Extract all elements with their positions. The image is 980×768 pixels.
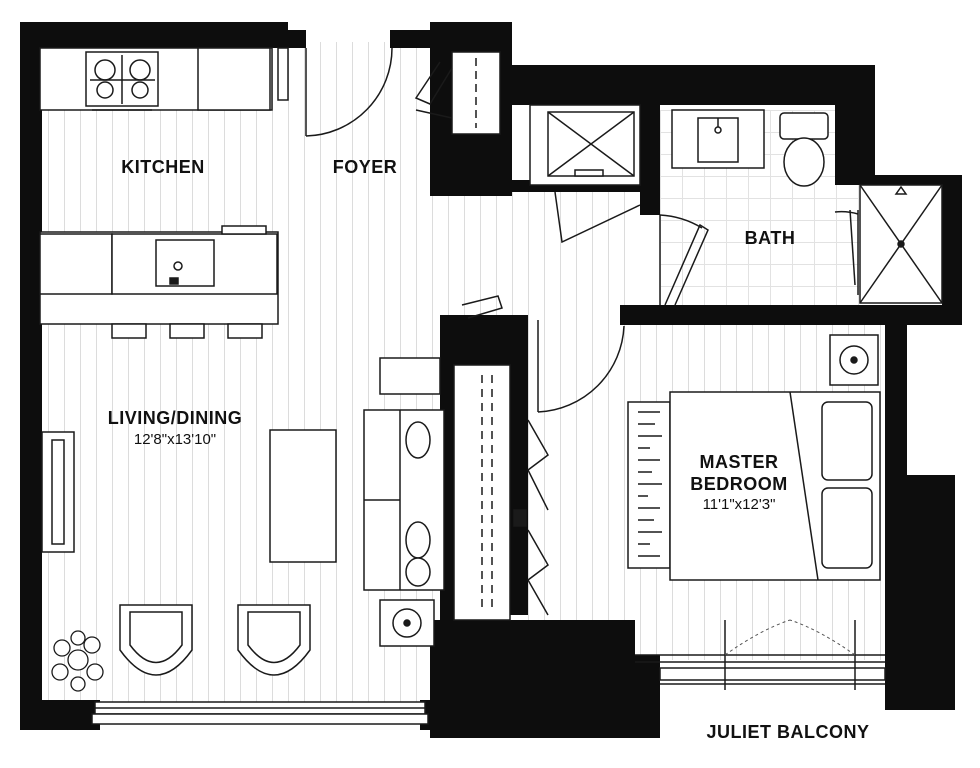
dresser [627, 401, 671, 569]
kitchen-label: KITCHEN [121, 157, 205, 177]
walls [20, 22, 962, 738]
entry-panel [277, 47, 289, 101]
bath-label: BATH [745, 228, 796, 248]
nightstand-lamp [829, 334, 879, 386]
master-bedroom-label-line2: BEDROOM [690, 474, 788, 494]
master-bedroom-label-line1: MASTER [700, 452, 779, 472]
master-bedroom-dimensions: 11'1"x12'3" [703, 496, 776, 513]
shower-door [834, 209, 859, 295]
kitchen-sink-icon [155, 239, 215, 287]
laundry-closet [529, 104, 641, 244]
kitchen-counter-top [39, 47, 273, 111]
living-dining-label: LIVING/DINING [108, 408, 243, 428]
hall-closet-door [461, 295, 503, 319]
side-table-lamp [379, 599, 435, 647]
stove-icon [85, 51, 159, 111]
sofa [363, 357, 445, 591]
plant-icon [51, 630, 104, 692]
bed [669, 391, 881, 581]
foyer-closet [414, 51, 501, 135]
bath-door [659, 214, 709, 306]
window-living [91, 701, 429, 725]
juliet-balcony-label: JULIET BALCONY [706, 722, 869, 742]
armchairs [119, 604, 311, 676]
living-dining-dimensions: 12'8"x13'10" [134, 431, 216, 448]
shower-icon [859, 184, 943, 304]
vanity-sink-icon [671, 109, 765, 169]
dining-table [269, 429, 337, 563]
bar-stools [111, 323, 263, 339]
kitchen-island [39, 225, 279, 325]
bedroom-door [537, 320, 625, 413]
toilet-icon [779, 112, 829, 187]
entry-door [305, 47, 393, 137]
foyer-label: FOYER [333, 157, 398, 177]
wardrobe-closet [453, 364, 549, 621]
console-table [41, 431, 75, 553]
balcony-door-swing [724, 619, 856, 656]
